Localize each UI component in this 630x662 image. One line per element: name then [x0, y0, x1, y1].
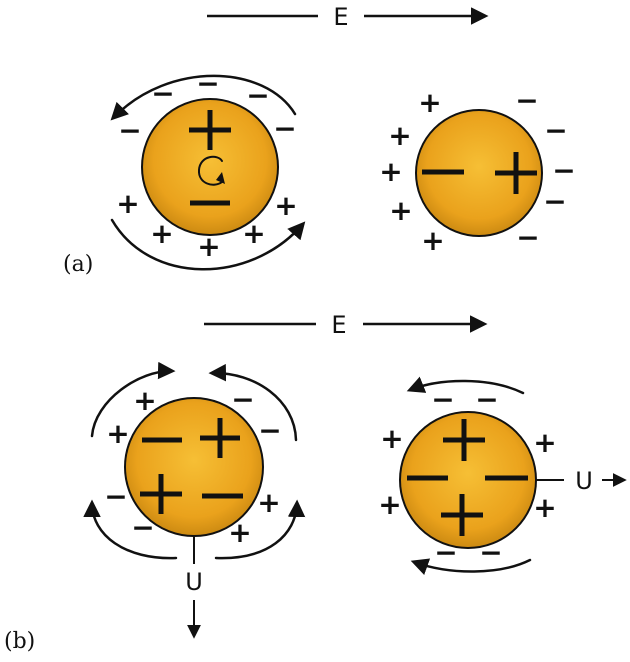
plus-charge: +	[380, 422, 403, 455]
minus-charge: −	[273, 112, 296, 145]
minus-charge: −	[196, 67, 219, 100]
velocity-label-b-right: U	[575, 467, 593, 495]
field-label-bottom: E	[331, 311, 346, 339]
plus-charge: +	[257, 486, 280, 519]
minus-charge: −	[475, 383, 498, 416]
panel-label-b: (b)	[4, 629, 35, 654]
plus-charge: +	[389, 194, 412, 227]
velocity-label-b-left: U	[185, 568, 203, 596]
minus-charge: −	[516, 221, 539, 254]
minus-charge: −	[434, 536, 457, 569]
minus-charge: −	[118, 114, 141, 147]
plus-charge: +	[378, 488, 401, 521]
minus-charge: −	[479, 536, 502, 569]
minus-charge: −	[543, 185, 566, 218]
plus-charge: +	[418, 86, 441, 119]
panel-label-a: (a)	[63, 252, 93, 277]
minus-charge: −	[431, 383, 454, 416]
plus-charge: +	[150, 217, 173, 250]
plus-charge: +	[421, 224, 444, 257]
plus-charge: +	[533, 426, 556, 459]
plus-charge: +	[116, 187, 139, 220]
field-arrow-bottom: E	[204, 311, 484, 339]
plus-charge: +	[133, 384, 156, 417]
plus-charge: +	[228, 516, 251, 549]
minus-charge: −	[552, 154, 575, 187]
field-label-top: E	[333, 3, 348, 31]
plus-charge: +	[379, 155, 402, 188]
field-arrow-top: E	[207, 3, 485, 31]
minus-charge: −	[258, 414, 281, 447]
plus-charge: +	[533, 491, 556, 524]
minus-charge: −	[515, 84, 538, 117]
plus-charge: +	[242, 217, 265, 250]
plus-charge: +	[106, 417, 129, 450]
sphere-a-right	[416, 110, 542, 236]
plus-charge: +	[388, 119, 411, 152]
velocity-arrow-b-left: U	[185, 568, 203, 636]
minus-charge: −	[104, 480, 127, 513]
minus-charge: −	[544, 114, 567, 147]
plus-charge: +	[197, 230, 220, 263]
plus-charge: +	[274, 189, 297, 222]
sphere-a-left	[142, 99, 278, 235]
minus-charge: −	[231, 383, 254, 416]
velocity-arrow-b-right: U	[575, 467, 624, 495]
minus-charge: −	[131, 511, 154, 544]
